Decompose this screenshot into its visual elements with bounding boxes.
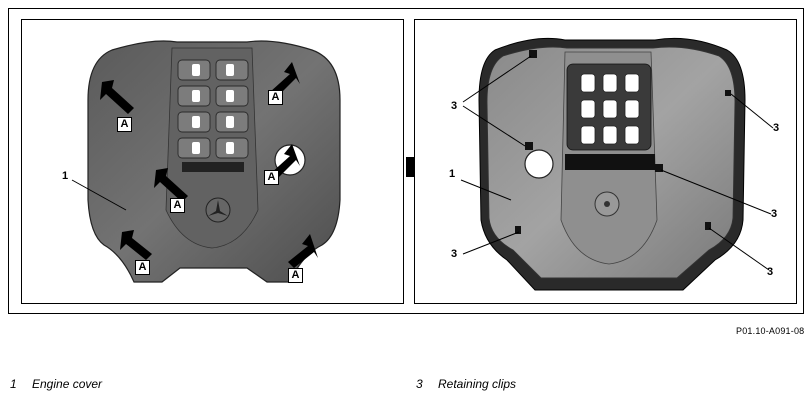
callout-number-1-right: 1 <box>449 168 456 180</box>
legend-text: Engine cover <box>32 377 103 391</box>
retaining-clips <box>515 50 731 234</box>
right-panel: 3 1 3 3 3 3 <box>414 19 797 304</box>
label-a-1: A <box>117 117 132 132</box>
label-a-2: A <box>268 90 283 105</box>
legend-number: 3 <box>416 377 423 391</box>
arrow-icon-a6 <box>288 234 318 268</box>
legend-text: Retaining clips <box>438 377 517 391</box>
label-a-4: A <box>264 170 279 185</box>
callout-number-1: 1 <box>62 170 69 182</box>
left-panel: A A A A A A 1 <box>21 19 404 304</box>
engine-cover-top-view <box>71 40 341 283</box>
legend-number: 1 <box>10 377 17 391</box>
figure-code: P01.10-A091-08 <box>736 326 805 336</box>
callout-number-3-d: 3 <box>771 208 778 220</box>
arrow-icon-a2 <box>270 62 300 98</box>
clip-icon-bottom-right <box>705 222 711 230</box>
callout-number-3-c: 3 <box>773 122 780 134</box>
engine-cover-underside-view <box>460 37 774 291</box>
legend-item-retaining-clips: 3 Retaining clips <box>416 377 516 391</box>
label-a-6: A <box>288 268 303 283</box>
callout-number-3-b: 3 <box>451 248 458 260</box>
label-a-3: A <box>170 198 185 213</box>
clip-icon-top-left <box>529 50 537 58</box>
arrow-icon-a5 <box>120 230 152 260</box>
callout-lines <box>460 55 774 271</box>
star-emblem-icon <box>205 197 231 223</box>
clip-icon-mid-left <box>525 142 533 150</box>
callout-number-3-a: 3 <box>451 100 458 112</box>
clip-icon-mid-right <box>655 164 663 172</box>
clip-icon-top-right <box>725 90 731 96</box>
arrow-icon-a1 <box>100 80 134 114</box>
clip-icon-bottom-left <box>515 226 521 234</box>
figure-frame: A A A A A A 1 <box>8 8 804 314</box>
legend-item-engine-cover: 1 Engine cover <box>10 377 102 391</box>
label-a-5: A <box>135 260 150 275</box>
callout-line-1 <box>71 179 127 211</box>
arrow-icon-a3 <box>154 168 188 202</box>
callout-number-3-e: 3 <box>767 266 774 278</box>
